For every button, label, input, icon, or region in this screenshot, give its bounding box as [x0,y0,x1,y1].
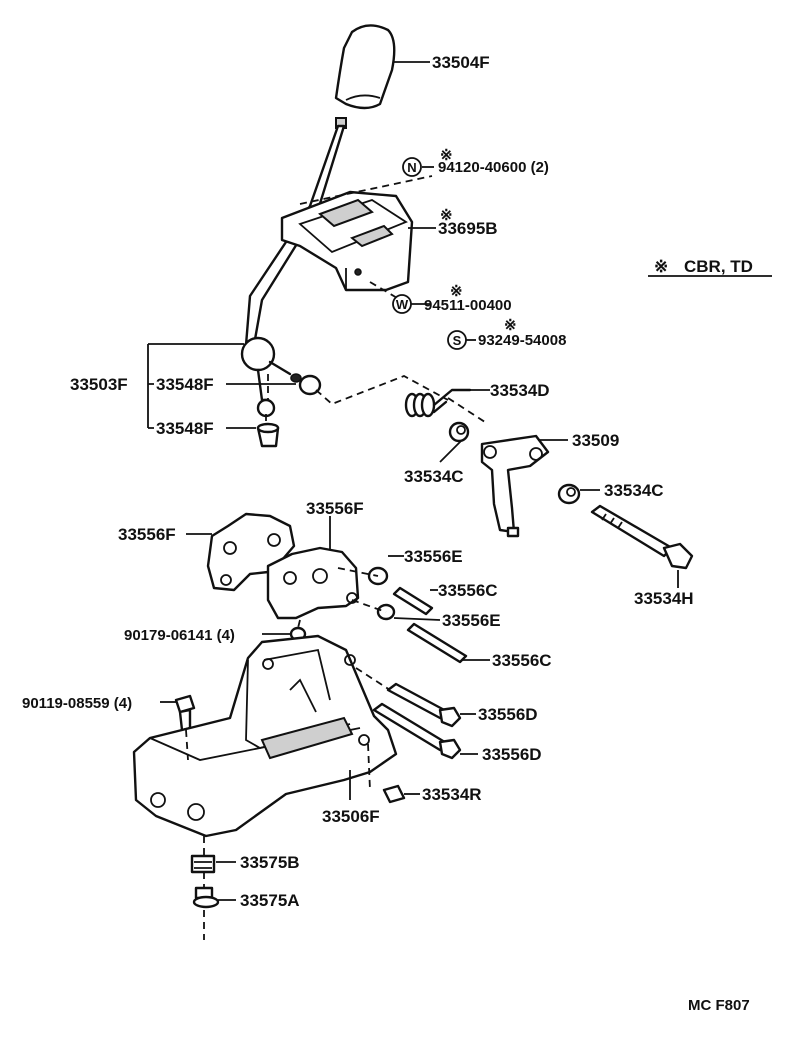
label-33695B: 33695B [438,219,498,238]
label-94511-00400: 94511-00400 [424,297,512,314]
badge-w: W [392,294,412,314]
label-33534R: 33534R [422,785,482,804]
label-33556C-upper: 33556C [438,581,498,600]
cushion-33575A [192,886,220,909]
pin-33556C-lower [406,622,468,664]
label-33556D-upper: 33556D [478,705,538,724]
label-33506F: 33506F [322,807,380,826]
bushing-33534C-upper [448,421,470,443]
badge-n: N [402,157,422,177]
badge-s: S [447,330,467,350]
bushing-33534C-lower [557,483,581,505]
label-90179-06141: 90179-06141 (4) [124,627,235,644]
label-33548F-upper: 33548F [156,375,214,394]
bushing-33575B [190,854,216,874]
base-plate-33506F [132,634,398,838]
spring-33534D [404,388,472,418]
leader-lines [147,61,772,901]
label-33548F-lower: 33548F [156,419,214,438]
nut-33548F [290,373,322,396]
svg-text:W: W [396,297,409,312]
label-33556F-top: 33556F [306,499,364,518]
label-33504F: 33504F [432,53,490,72]
figure-code: MC F807 [688,997,750,1014]
label-33556F-left: 33556F [118,525,176,544]
shift-knob-33504F [334,24,396,110]
legend: ※ CBR, TD [654,257,753,276]
label-33509: 33509 [572,431,619,450]
label-33534C-right: 33534C [604,481,664,500]
lever-33509 [480,434,550,538]
label-33575A: 33575A [240,891,300,910]
label-33556C-lower: 33556C [492,651,552,670]
cover-33695B [280,190,414,292]
label-33556E-lower: 33556E [442,611,501,630]
svg-text:N: N [407,160,416,175]
label-33534H: 33534H [634,589,694,608]
pin-33556C-upper [392,586,434,616]
legend-text: CBR, TD [684,257,753,276]
assembly-guide-lines [185,175,489,940]
cbr-td-mark-93249: ※ [504,317,517,334]
label-33575B: 33575B [240,853,300,872]
bolt-33556D-lower [372,702,462,760]
cbr-td-mark-94120: ※ [440,147,453,164]
svg-text:S: S [453,333,462,348]
cbr-td-mark-94511: ※ [450,283,463,300]
bolt-90119-08559 [174,694,196,732]
stopper-33534R [382,784,406,804]
shift-lever-33503F [240,117,347,418]
label-33534D: 33534D [490,381,550,400]
label-90119-08559: 90119-08559 (4) [22,695,132,712]
bushing-33548F [256,422,280,448]
bolt-33556D-upper [386,682,462,728]
label-33556E-upper: 33556E [404,547,463,566]
label-93249-54008: 93249-54008 [478,332,566,349]
bracket-33556F-right [266,546,360,620]
legend-mark: ※ [654,257,668,276]
label-33556D-lower: 33556D [482,745,542,764]
label-33534C-left: 33534C [404,467,464,486]
cbr-td-mark-33695B: ※ [440,207,453,224]
label-33503F: 33503F [70,375,128,394]
label-94120-40600: 94120-40600 (2) [438,159,549,176]
bolt-33534H [590,504,694,570]
